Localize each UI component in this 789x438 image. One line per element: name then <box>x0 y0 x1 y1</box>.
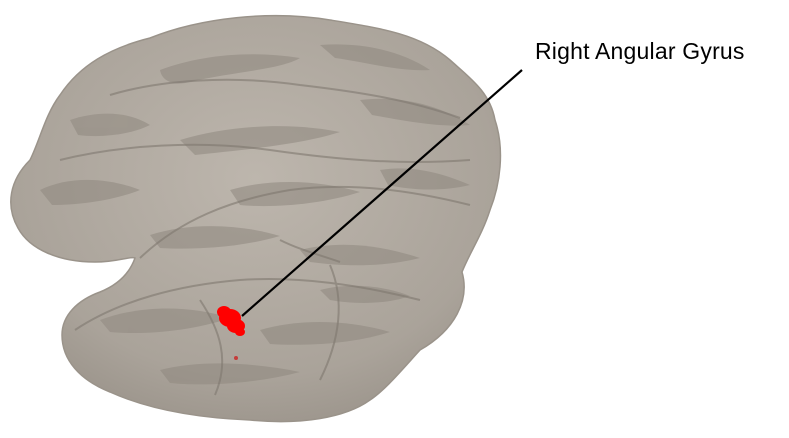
cortex-outline <box>10 14 502 423</box>
annotation-label: Right Angular Gyrus <box>535 38 745 64</box>
sulci-texture <box>40 44 470 385</box>
activation-speck <box>234 356 238 360</box>
pointer-line <box>241 69 523 317</box>
activation-region <box>217 306 245 336</box>
gyral-folds <box>59 78 471 396</box>
